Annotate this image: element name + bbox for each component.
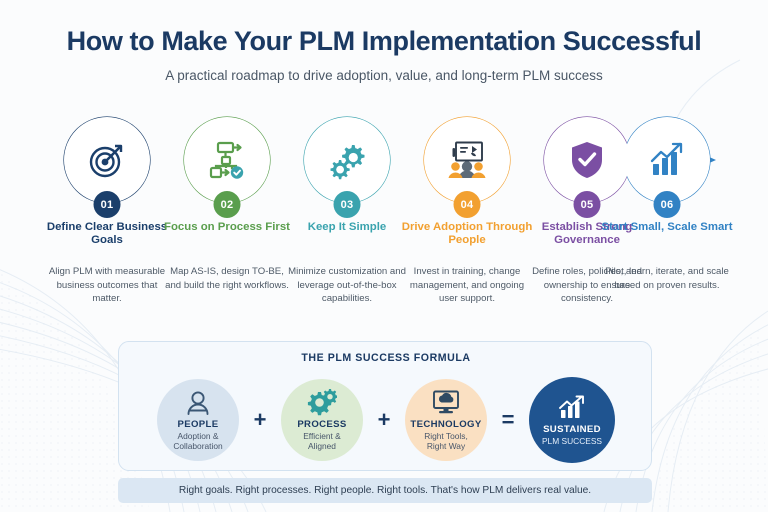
formula-item-people[interactable]: PEOPLE Adoption &Collaboration xyxy=(157,379,239,461)
formula-sub-technology: Right Tools,Right Way xyxy=(424,430,468,452)
process-flow-icon xyxy=(209,141,244,179)
formula-item-process[interactable]: PROCESS Efficient &Aligned xyxy=(281,379,363,461)
step-06-circle xyxy=(624,117,710,203)
formula-label-people: PEOPLE xyxy=(177,418,219,430)
step-01[interactable]: 01 Define Clear Business Goals Align PLM… xyxy=(42,117,172,304)
step-03-description: Minimize customization and leverage out-… xyxy=(288,266,406,304)
step-05-title: Establish Strong Governance xyxy=(541,221,633,246)
step-06[interactable]: 06 Start Small, Scale Smart Pilot, learn… xyxy=(601,117,733,291)
formula-sub-people: Adoption &Collaboration xyxy=(173,430,223,452)
shield-check-icon xyxy=(572,142,602,178)
step-01-title: Define Clear Business Goals xyxy=(46,221,168,246)
step-03-circle xyxy=(304,117,390,203)
step-02-badge: 02 xyxy=(213,191,241,218)
step-03[interactable]: 03 Keep It Simple Minimize customization… xyxy=(282,117,412,304)
step-06-title: Start Small, Scale Smart xyxy=(601,221,733,233)
step-05[interactable]: 05 Establish Strong Governance Define ro… xyxy=(522,117,652,304)
formula-result-sustained[interactable]: SUSTAINED PLM SUCCESS xyxy=(529,377,615,463)
formula-row: PEOPLE Adoption &Collaboration + xyxy=(119,372,653,468)
step-04-description: Invest in training, change management, a… xyxy=(409,266,525,304)
tagline-bar: Right goals. Right processes. Right peop… xyxy=(118,478,652,503)
step-01-description: Align PLM with measurable business outco… xyxy=(48,266,166,304)
formula-label-process: PROCESS xyxy=(297,418,347,430)
formula-item-technology[interactable]: TECHNOLOGY Right Tools,Right Way xyxy=(405,379,487,461)
growth-chart-icon xyxy=(650,142,683,175)
formula-label-sustained: SUSTAINED xyxy=(543,423,601,435)
training-presentation-icon xyxy=(448,141,486,178)
step-01-circle xyxy=(64,117,150,203)
target-icon xyxy=(89,144,123,178)
step-05-circle xyxy=(544,117,630,203)
step-02-description: Map AS-IS, design TO-BE, and build the r… xyxy=(165,266,289,291)
step-01-badge: 01 xyxy=(93,191,121,218)
step-06-description: Pilot, learn, iterate, and scale based o… xyxy=(605,266,729,291)
step-04-circle xyxy=(424,117,510,203)
formula-sub-sustained: PLM SUCCESS xyxy=(541,435,603,446)
step-02-circle xyxy=(184,117,270,203)
step-05-badge: 05 xyxy=(573,191,601,218)
growth-chart-icon xyxy=(557,394,587,421)
cloud-monitor-icon xyxy=(432,389,460,416)
formula-label-technology: TECHNOLOGY xyxy=(410,418,482,430)
step-04-title: Drive Adoption Through People xyxy=(401,221,533,246)
step-04-badge: 04 xyxy=(453,191,481,218)
step-05-description: Define roles, policies, and ownership to… xyxy=(532,266,642,304)
person-icon xyxy=(185,389,211,416)
page-subtitle: A practical roadmap to drive adoption, v… xyxy=(165,68,603,83)
formula-panel: THE PLM SUCCESS FORMULA PEOPLE Adoption … xyxy=(118,341,652,471)
step-02[interactable]: 02 Focus on Process First Map AS-IS, des… xyxy=(162,117,292,291)
formula-operator-3: = xyxy=(501,407,515,432)
gears-icon xyxy=(330,145,365,180)
formula-operator-1: + xyxy=(253,407,267,432)
formula-sub-process: Efficient &Aligned xyxy=(303,430,341,452)
step-03-title: Keep It Simple xyxy=(307,221,387,233)
page-title: How to Make Your PLM Implementation Succ… xyxy=(66,26,702,56)
step-02-title: Focus on Process First xyxy=(164,221,290,233)
formula-operator-2: + xyxy=(377,407,391,432)
step-04[interactable]: 04 Drive Adoption Through People Invest … xyxy=(402,117,532,304)
step-03-badge: 03 xyxy=(333,191,361,218)
tagline-text: Right goals. Right processes. Right peop… xyxy=(178,485,592,496)
gears-icon xyxy=(307,388,337,416)
formula-heading: THE PLM SUCCESS FORMULA xyxy=(301,352,471,364)
step-06-badge: 06 xyxy=(653,191,681,218)
